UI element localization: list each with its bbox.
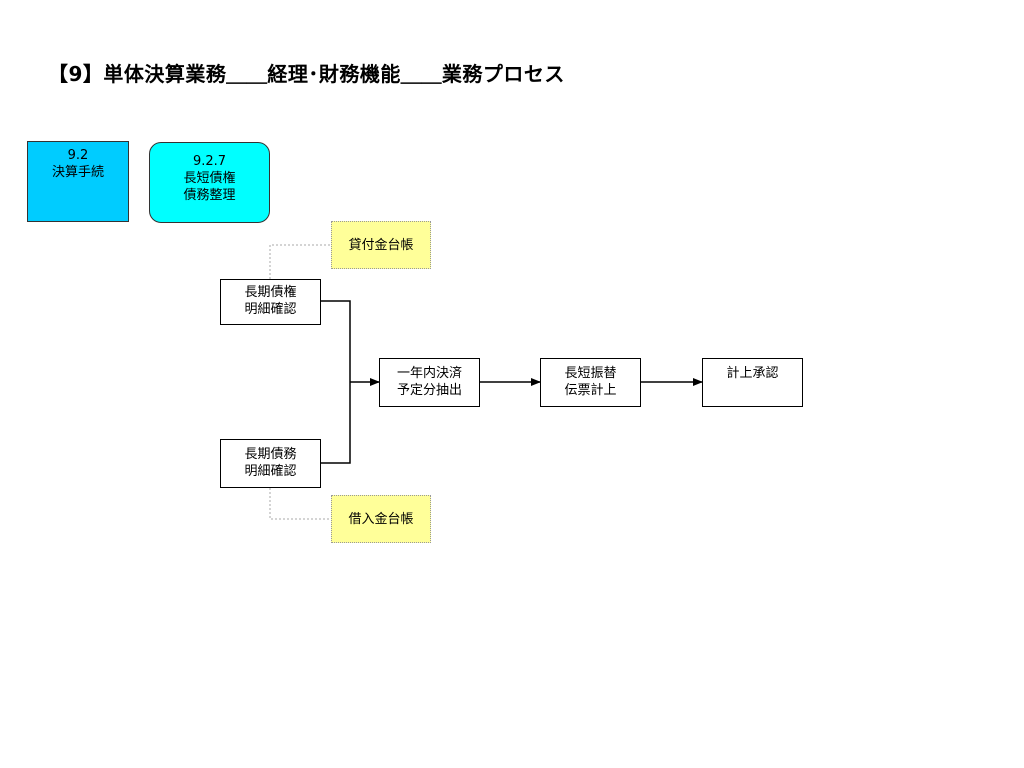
connector-payables	[321, 382, 351, 464]
step-approve: 計上承認	[702, 358, 803, 407]
process-box: 9.2.7 長短債権 債務整理	[149, 142, 270, 223]
page-title: 【9】単体決算業務＿＿経理･財務機能＿＿業務プロセス	[48, 62, 565, 86]
step-receivables-check: 長期債権 明細確認	[220, 279, 321, 325]
ledger-link-payable	[269, 488, 331, 520]
ledger-loan-receivable: 貸付金台帳	[331, 221, 431, 269]
step-extract: 一年内決済 予定分抽出	[379, 358, 480, 407]
step-payables-check-line1: 長期債務	[244, 447, 297, 462]
category-code: 9.2	[67, 148, 89, 163]
step-extract-line1: 一年内決済	[396, 366, 462, 381]
step-extract-line2: 予定分抽出	[396, 383, 462, 398]
step-receivables-check-line1: 長期債権	[244, 285, 297, 300]
step-payables-check-line2: 明細確認	[244, 464, 297, 479]
ledger-loan-payable-label: 借入金台帳	[348, 511, 414, 527]
category-box: 9.2 決算手続	[27, 141, 129, 222]
process-line2: 債務整理	[183, 188, 236, 203]
ledger-loan-receivable-label: 貸付金台帳	[348, 237, 414, 253]
process-code: 9.2.7	[192, 154, 227, 169]
category-name: 決算手続	[51, 165, 104, 180]
ledger-link-receivable	[269, 244, 331, 279]
step-transfer-line1: 長短振替	[564, 366, 617, 381]
step-approve-line1: 計上承認	[726, 366, 779, 381]
step-transfer-line2: 伝票計上	[564, 383, 617, 398]
ledger-loan-payable: 借入金台帳	[331, 495, 431, 543]
connector-receivables	[321, 300, 351, 382]
process-line1: 長短債権	[183, 171, 236, 186]
step-receivables-check-line2: 明細確認	[244, 302, 297, 317]
step-transfer: 長短振替 伝票計上	[540, 358, 641, 407]
step-payables-check: 長期債務 明細確認	[220, 439, 321, 488]
